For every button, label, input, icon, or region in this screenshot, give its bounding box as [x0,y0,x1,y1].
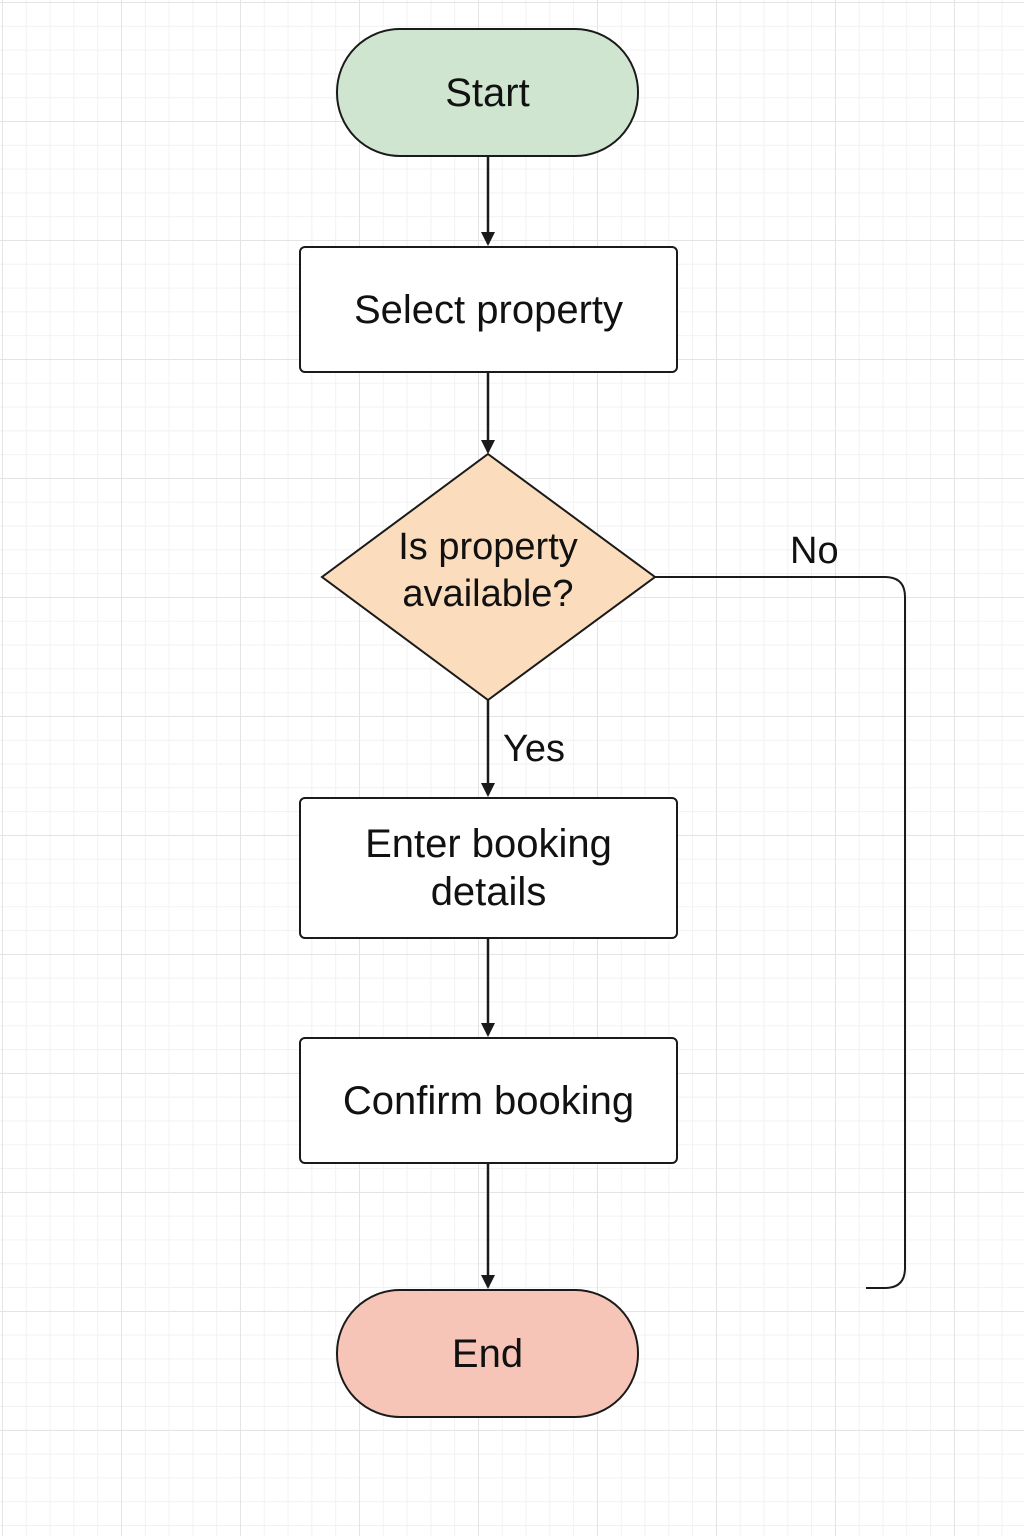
start-label: Start [445,70,530,115]
no-edge-label: No [790,530,839,572]
end-terminal[interactable]: End [336,1289,639,1418]
select-property-label: Select property [353,287,624,332]
enter-booking-details-box[interactable]: Enter booking details [299,797,678,939]
select-property-box[interactable]: Select property [299,246,678,373]
start-terminal[interactable]: Start [336,28,639,157]
yes-edge-label: Yes [503,728,565,770]
no-branch-path [655,576,906,1289]
confirm-booking-box[interactable]: Confirm booking [299,1037,678,1164]
confirm-booking-label: Confirm booking [342,1078,635,1123]
enter-booking-details-label: Enter booking details [365,822,612,914]
end-label: End [451,1331,524,1376]
availability-question-label: Is property available? [398,526,578,615]
